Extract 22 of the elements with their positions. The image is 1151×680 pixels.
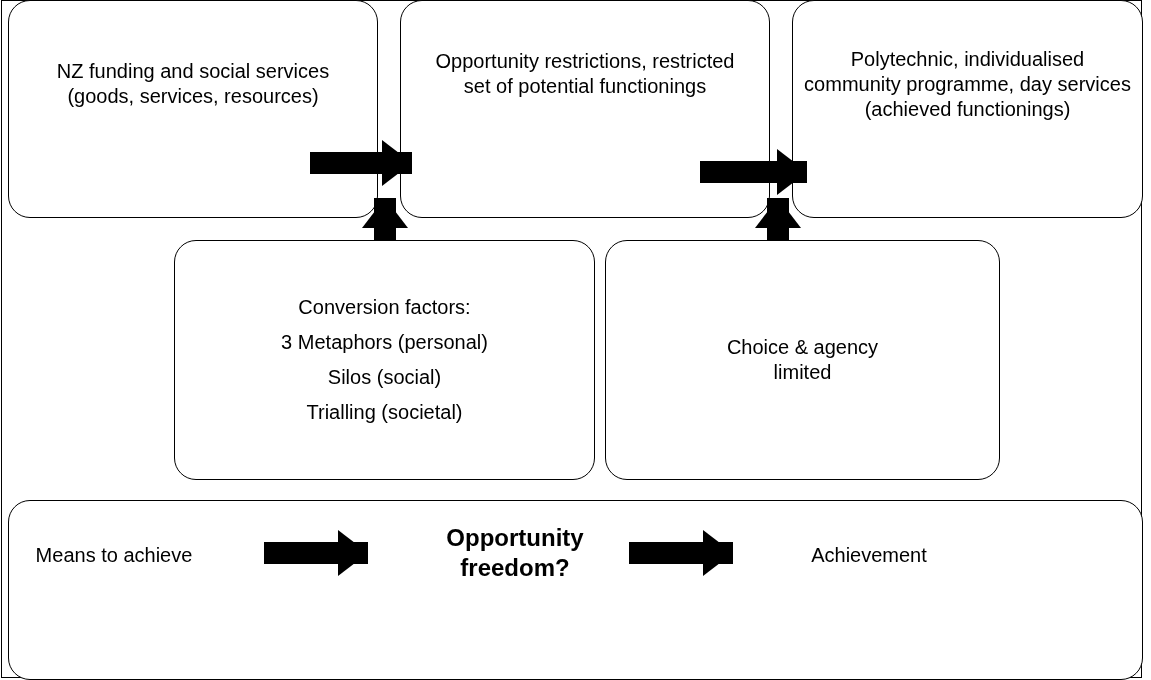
block-arrow [700, 149, 807, 195]
box-text: Conversion factors: [298, 295, 471, 320]
choice-box [605, 240, 1000, 480]
box-text: Choice & agency limited [725, 335, 880, 385]
box-text: 3 Metaphors (personal) [281, 330, 488, 355]
restrictions-box [400, 0, 770, 218]
block-arrow [755, 198, 801, 240]
panel-box [8, 500, 1143, 680]
block-arrow [629, 530, 733, 576]
achievement-label: Achievement [789, 535, 949, 575]
block-arrow [264, 530, 368, 576]
box-text: NZ funding and social services (goods, services, resources) [55, 59, 331, 109]
block-arrow [310, 140, 412, 186]
achieved-functionings-box [792, 0, 1143, 218]
box-text: Trialling (societal) [306, 400, 463, 425]
conversion-factors-box [174, 240, 595, 480]
resources-box [8, 0, 378, 218]
box-text: Polytechnic, individualised community programme, day services (achieved functionings) [803, 46, 1132, 122]
block-arrow [362, 198, 408, 240]
box-text: Silos (social) [327, 365, 442, 390]
box-text: Opportunity restrictions, restricted set of potential functionings [434, 49, 736, 99]
means-label: Means to achieve [9, 535, 219, 575]
